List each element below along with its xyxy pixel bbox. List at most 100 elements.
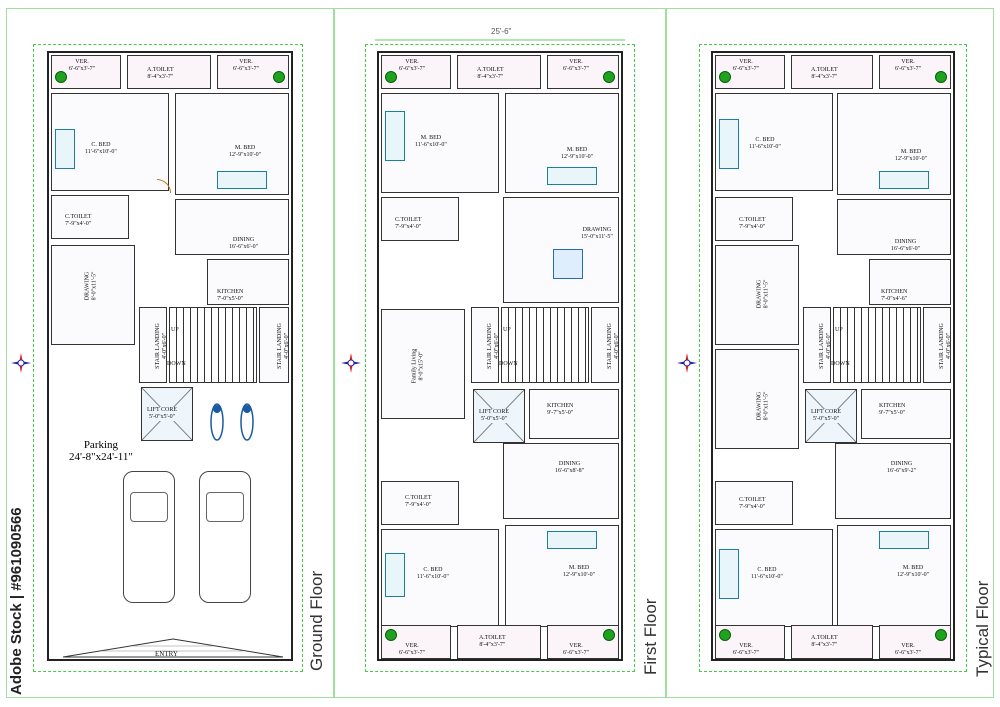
bed-icon [547,531,597,549]
plant-icon [935,629,947,641]
bed-icon [719,119,739,169]
stair-landing [923,307,951,383]
plant-icon [385,629,397,641]
room-attached-toilet [457,625,541,659]
plant-icon [603,71,615,83]
bed-icon [385,553,405,597]
room-kitchen [207,259,289,305]
stair-landing [803,307,831,383]
stair-up-label: UP [171,327,179,333]
room-common-toilet [51,195,129,239]
plant-icon [719,71,731,83]
room-label: VER.6'-6"x3'-7" [563,59,590,72]
compass-icon [341,353,361,373]
width-dimension: 25'-6" [491,27,512,36]
stair-landing [591,307,619,383]
room-kitchen [529,389,619,439]
stair-down-label: DOWN [831,361,850,367]
plant-icon [385,71,397,83]
room-common-toilet [715,481,793,525]
plant-icon [603,629,615,641]
bed-icon [879,531,929,549]
room-label: VER.6'-6"x3'-7" [69,59,96,72]
stair-up-label: UP [503,327,511,333]
room-common-toilet [381,481,459,525]
bed-icon [879,171,929,189]
room-children-bedroom [51,93,169,191]
room-label: VER.6'-6"x3'-7" [895,643,922,656]
room-dining [503,443,619,519]
bed-icon [55,129,75,169]
compass-icon [11,353,31,373]
room-drawing [51,245,135,345]
room-label: VER.6'-6"x3'-7" [895,59,922,72]
room-attached-toilet [457,55,541,89]
bed-icon [719,549,739,599]
room-veranda [381,55,451,89]
stair-up-label: UP [835,327,843,333]
room-kitchen [869,259,951,305]
floor-title: Typical Floor [973,580,992,677]
stair-down-label: DOWN [499,361,518,367]
car-icon [123,471,175,603]
car-icon [199,471,251,603]
plant-icon [719,629,731,641]
room-common-toilet [715,197,793,241]
stair-landing [259,307,289,383]
room-label: VER.6'-6"x3'-7" [399,643,426,656]
room-dining [835,443,951,519]
plot-boundary [699,44,967,672]
floor-title: First Floor [641,598,660,676]
room-attached-toilet [127,55,211,89]
motorbike-icon [210,403,254,441]
room-label: VER.6'-6"x3'-7" [733,643,760,656]
staircase [833,307,921,383]
staircase [501,307,589,383]
room-kitchen [861,389,951,439]
room-label: VER.6'-6"x3'-7" [563,643,590,656]
room-label: VER.6'-6"x3'-7" [233,59,260,72]
room-dining [175,199,289,255]
plant-icon [55,71,67,83]
entry-ramp [63,638,283,658]
plant-icon [273,71,285,83]
room-drawing [715,245,799,345]
plant-icon [935,71,947,83]
room-common-toilet [381,197,459,241]
